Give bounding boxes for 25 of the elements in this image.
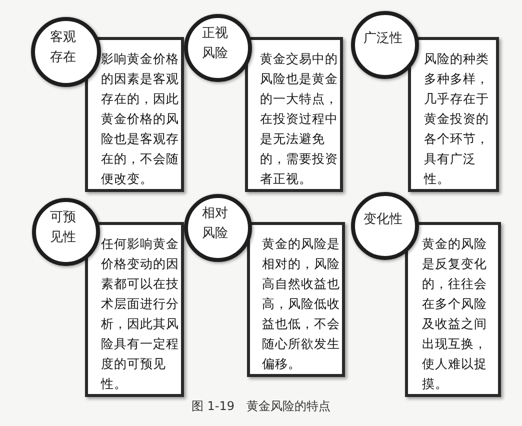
description-text: 影响黄金价格的因素是客观存在的，因此黄金价格的风险也是客观存在的，不会随便改变。	[101, 50, 180, 188]
description-text: 黄金的风险是相对的，风险高自然收益也高，风险低收益也低，不会随心所欲发生偏移。	[262, 235, 341, 373]
title-circle	[32, 198, 100, 266]
title-circle	[31, 17, 101, 87]
description-text: 黄金的风险是反复变化的，往往会在多个风险及收益之间出现互换，使人难以捉摸。	[422, 235, 488, 393]
circle-title: 可预见性	[50, 209, 76, 247]
description-box	[405, 222, 501, 397]
description-text: 任何影响黄金价格变动的因素都可以在技术层面进行分析，因此其风险具有一定程度的可预见性。	[101, 235, 180, 393]
circle-title: 广泛性	[363, 30, 403, 48]
circle-title: 变化性	[363, 211, 403, 229]
title-circle	[184, 14, 252, 82]
circle-title: 客观存在	[50, 29, 76, 67]
figure-caption: 图 1-19 黄金风险的特点	[190, 398, 332, 415]
description-text: 风险的种类多种多样，几乎存在于黄金投资的各个环节，具有广泛性。	[424, 50, 490, 188]
title-circle	[351, 192, 419, 260]
description-box	[408, 37, 499, 192]
description-text: 黄金交易中的风险也是黄金的一大特点，在投资过程中是无法避免的，需要投资者正视。	[260, 50, 339, 188]
circle-title: 相对风险	[202, 205, 228, 243]
title-circle	[351, 11, 419, 79]
description-box	[85, 222, 184, 397]
description-box	[85, 37, 184, 192]
title-circle	[184, 194, 252, 262]
description-box	[245, 37, 343, 192]
description-box	[247, 222, 345, 377]
circle-title: 正视风险	[202, 25, 228, 63]
